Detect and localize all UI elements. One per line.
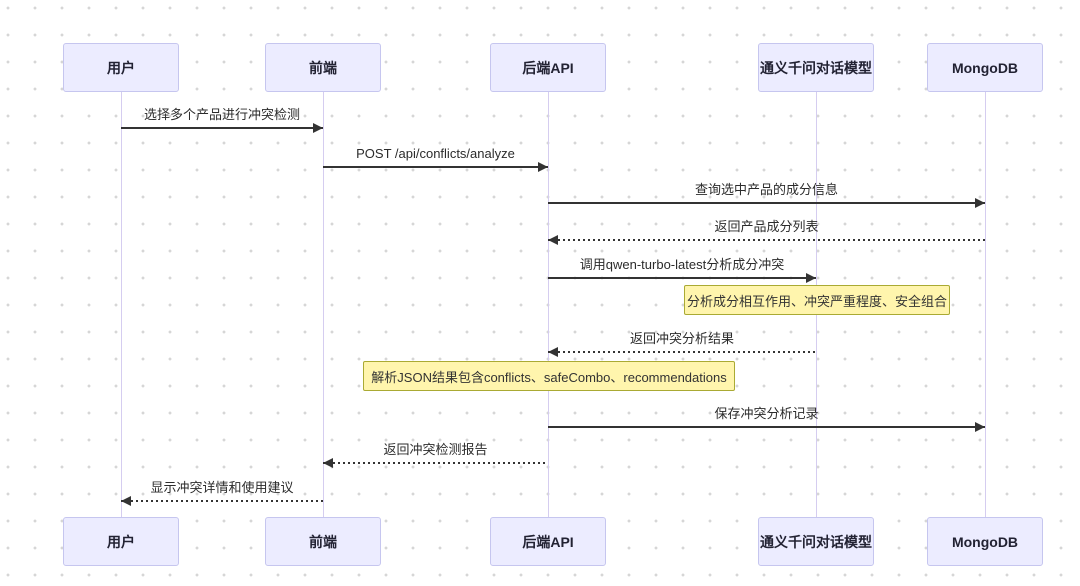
actor-bottom-backend-api: 后端API: [490, 517, 606, 566]
actor-top-mongodb: MongoDB: [927, 43, 1043, 92]
message-line-1: [323, 166, 548, 168]
arrowhead-left-icon: [548, 347, 558, 357]
note-1: 解析JSON结果包含conflicts、safeCombo、recommenda…: [363, 361, 735, 391]
message-label-1: POST /api/conflicts/analyze: [356, 146, 515, 161]
lifeline-backend-api: [547, 92, 549, 517]
arrowhead-right-icon: [538, 162, 548, 172]
message-label-6: 保存冲突分析记录: [714, 406, 819, 421]
message-line-3: [548, 239, 985, 241]
message-line-6: [548, 426, 985, 428]
actor-top-backend-api: 后端API: [490, 43, 606, 92]
arrowhead-left-icon: [548, 235, 558, 245]
actor-top-user: 用户: [63, 43, 179, 92]
note-0: 分析成分相互作用、冲突严重程度、安全组合: [684, 285, 950, 315]
arrowhead-right-icon: [975, 198, 985, 208]
actor-top-qwen-model: 通义千问对话模型: [758, 43, 874, 92]
message-line-2: [548, 202, 985, 204]
arrowhead-right-icon: [313, 123, 323, 133]
message-line-7: [323, 462, 548, 464]
message-label-2: 查询选中产品的成分信息: [694, 182, 839, 197]
message-line-4: [548, 277, 816, 279]
message-label-8: 显示冲突详情和使用建议: [150, 480, 294, 495]
arrowhead-left-icon: [121, 496, 131, 506]
arrowhead-right-icon: [806, 273, 816, 283]
message-label-3: 返回产品成分列表: [714, 219, 819, 234]
actor-top-frontend: 前端: [265, 43, 381, 92]
message-label-0: 选择多个产品进行冲突检测: [143, 107, 301, 122]
actor-bottom-frontend: 前端: [265, 517, 381, 566]
lifeline-user: [120, 92, 122, 517]
actor-bottom-user: 用户: [63, 517, 179, 566]
actor-bottom-qwen-model: 通义千问对话模型: [758, 517, 874, 566]
message-label-4: 调用qwen-turbo-latest分析成分冲突: [579, 257, 785, 272]
message-line-8: [121, 500, 323, 502]
lifeline-mongodb: [984, 92, 986, 517]
message-line-0: [121, 127, 323, 129]
message-line-5: [548, 351, 816, 353]
lifeline-frontend: [322, 92, 324, 517]
arrowhead-right-icon: [975, 422, 985, 432]
message-label-7: 返回冲突检测报告: [383, 442, 488, 457]
message-label-5: 返回冲突分析结果: [629, 331, 735, 346]
actor-bottom-mongodb: MongoDB: [927, 517, 1043, 566]
arrowhead-left-icon: [323, 458, 333, 468]
